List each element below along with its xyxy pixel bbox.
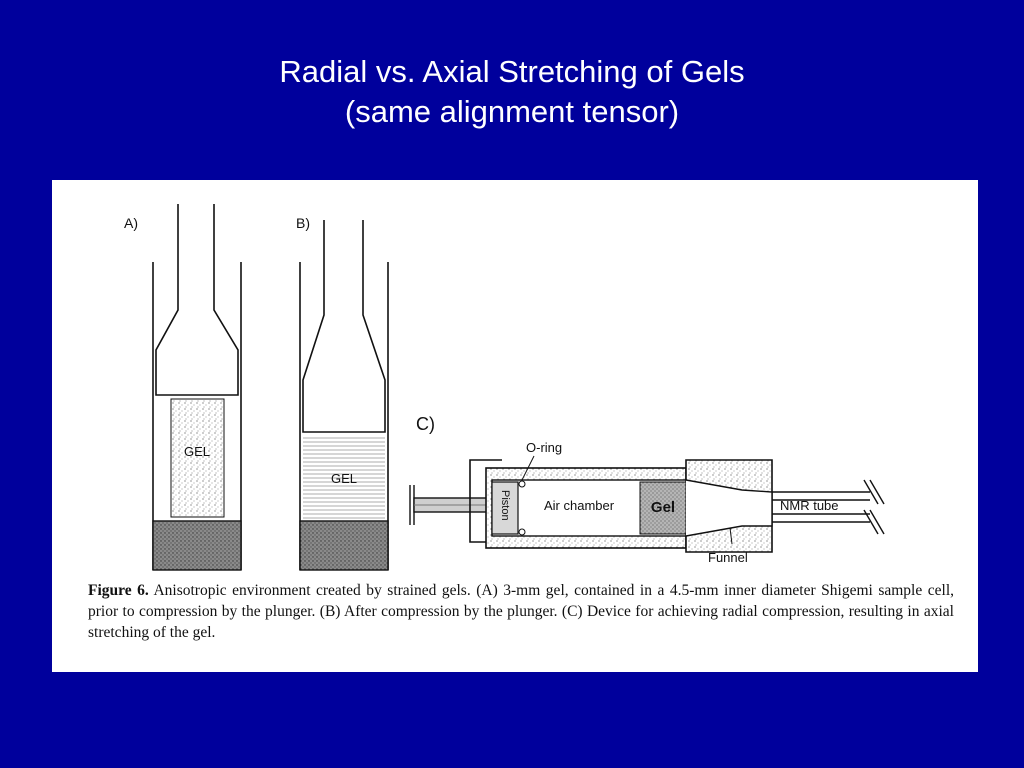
panel-c-funnel-taper <box>685 479 773 537</box>
figure-diagram: A) GEL B) GEL C) <box>124 204 885 571</box>
panel-c-rod <box>409 485 495 525</box>
panel-a-gel-label: GEL <box>184 444 210 459</box>
panel-c-gel <box>639 481 687 535</box>
panel-c-piston-label: Piston <box>499 490 511 521</box>
panel-c-air-chamber-label: Air chamber <box>544 498 615 513</box>
panel-c-funnel-label: Funnel <box>708 550 748 565</box>
panel-b-gel-label: GEL <box>331 471 357 486</box>
panel-b-tube <box>299 220 389 570</box>
caption-text: Anisotropic environment created by strai… <box>88 582 955 641</box>
panel-b-gel <box>303 437 385 521</box>
panel-c-nmr-tube <box>772 479 885 535</box>
panel-a-label: A) <box>124 215 138 231</box>
panel-c-funnel-leader <box>729 527 733 545</box>
figure-panel: A) GEL B) GEL C) <box>52 180 978 672</box>
slide-title-line-2: (same alignment tensor) <box>344 94 680 129</box>
panel-c-gel-label: Gel <box>651 499 675 516</box>
figure-caption: Figure 6. Anisotropic environment create… <box>88 580 954 643</box>
panel-a-base <box>152 520 242 571</box>
panel-c-oring-top <box>518 480 526 488</box>
panel-b-base <box>299 520 389 571</box>
panel-a-gel <box>170 398 225 518</box>
panel-c-oring-bottom <box>518 528 526 536</box>
slide-title: Radial vs. Axial Stretching of Gels (sam… <box>0 52 1024 132</box>
panel-c-label: C) <box>416 414 435 434</box>
panel-a-tube <box>152 204 242 570</box>
slide-title-line-1: Radial vs. Axial Stretching of Gels <box>279 54 745 89</box>
panel-c-nmr-tube-label: NMR tube <box>780 498 839 513</box>
caption-lead: Figure 6. <box>88 582 149 599</box>
panel-c-oring-label: O-ring <box>526 440 562 455</box>
panel-b-label: B) <box>296 215 310 231</box>
panel-c-piston <box>491 481 519 535</box>
panel-c-oring-leader <box>521 455 535 481</box>
